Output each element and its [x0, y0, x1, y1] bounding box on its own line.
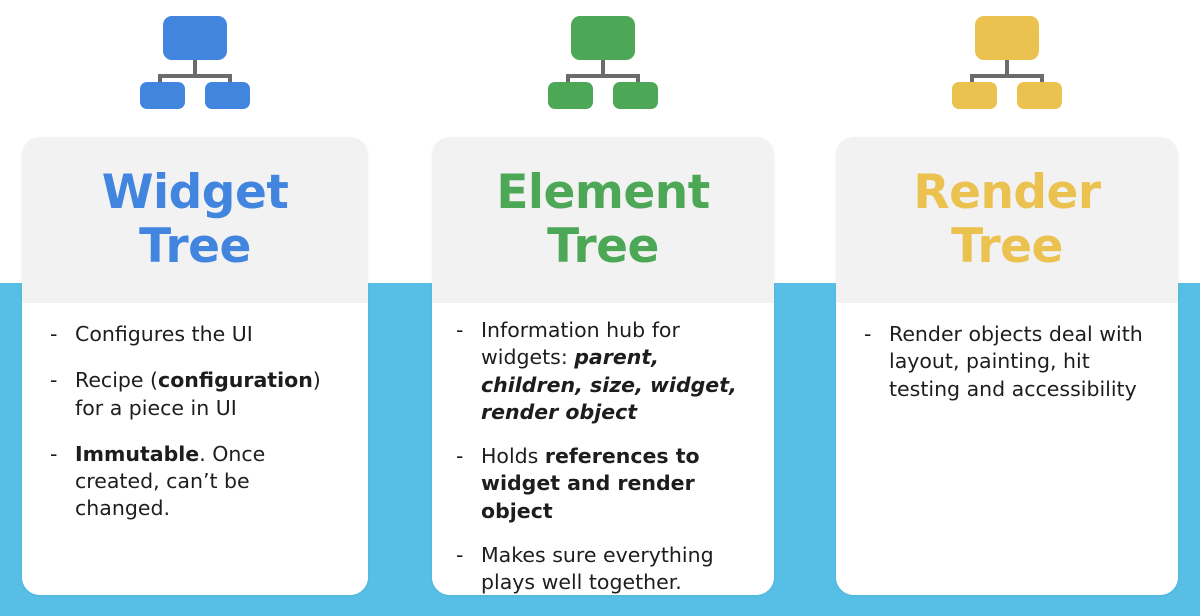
bullet-text-run: Information hub for widgets: [481, 318, 680, 370]
bullet-text-run: Immutable [75, 441, 200, 466]
card-body-element-tree: -Information hub for widgets: parent, ch… [432, 303, 774, 595]
tree-icon-wrapper-element-tree [432, 12, 774, 117]
bullet-text-run: references to widget and render object [481, 444, 700, 523]
card-title-line-2: Tree [547, 219, 659, 274]
list-item: -Holds references to widget and render o… [450, 443, 754, 525]
list-item: -Render objects deal with layout, painti… [858, 321, 1160, 403]
card-title-line-2: Tree [951, 219, 1063, 274]
hierarchy-tree-icon [140, 16, 250, 109]
hierarchy-tree-icon [548, 16, 658, 109]
list-item: -Configures the UI [44, 321, 346, 348]
bullet-list-element-tree: -Information hub for widgets: parent, ch… [450, 317, 754, 595]
card-body-render-tree: -Render objects deal with layout, painti… [836, 303, 1178, 595]
bullet-dash-marker: - [50, 322, 58, 346]
bullet-text-run: Configures the UI [75, 322, 253, 346]
bullet-text-run: Makes sure everything plays well togethe… [481, 542, 714, 594]
card-title-line-1: Widget [101, 164, 289, 220]
bullet-dash-marker: - [456, 444, 464, 468]
list-item: -Recipe (configuration) for a piece in U… [44, 367, 346, 422]
list-item: -Immutable. Once created, can’t be chang… [44, 441, 346, 523]
hierarchy-tree-icon [952, 16, 1062, 109]
bullet-dash-marker: - [50, 441, 58, 466]
list-item: -Information hub for widgets: parent, ch… [450, 317, 754, 426]
card-title-line-2: Tree [139, 219, 251, 274]
bullet-text-run: parent, children, size, widget, render o… [481, 345, 737, 424]
bullet-text-run: Render objects deal with layout, paintin… [889, 322, 1143, 401]
bullet-dash-marker: - [864, 322, 872, 346]
card-body-widget-tree: -Configures the UI-Recipe (configuration… [22, 303, 368, 595]
bullet-text-run: configuration [158, 368, 313, 393]
tree-icon-wrapper-widget-tree [22, 12, 368, 117]
card-title-line-1: Element [496, 164, 710, 220]
list-item: -Makes sure everything plays well togeth… [450, 542, 754, 595]
tree-icon-wrapper-render-tree [836, 12, 1178, 117]
bullet-text-run: Recipe ( [75, 368, 159, 393]
bullet-list-render-tree: -Render objects deal with layout, painti… [858, 321, 1160, 403]
bullet-text-run: Holds [481, 444, 545, 468]
bullet-text-run: ) for a piece in UI [75, 368, 321, 420]
card-title-line-1: Render [913, 164, 1101, 220]
bullet-text-run: . Once created, can’t be changed. [75, 441, 266, 521]
bullet-dash-marker: - [50, 368, 58, 393]
bullet-dash-marker: - [456, 318, 464, 342]
bullet-list-widget-tree: -Configures the UI-Recipe (configuration… [44, 321, 346, 523]
bullet-dash-marker: - [456, 542, 464, 567]
